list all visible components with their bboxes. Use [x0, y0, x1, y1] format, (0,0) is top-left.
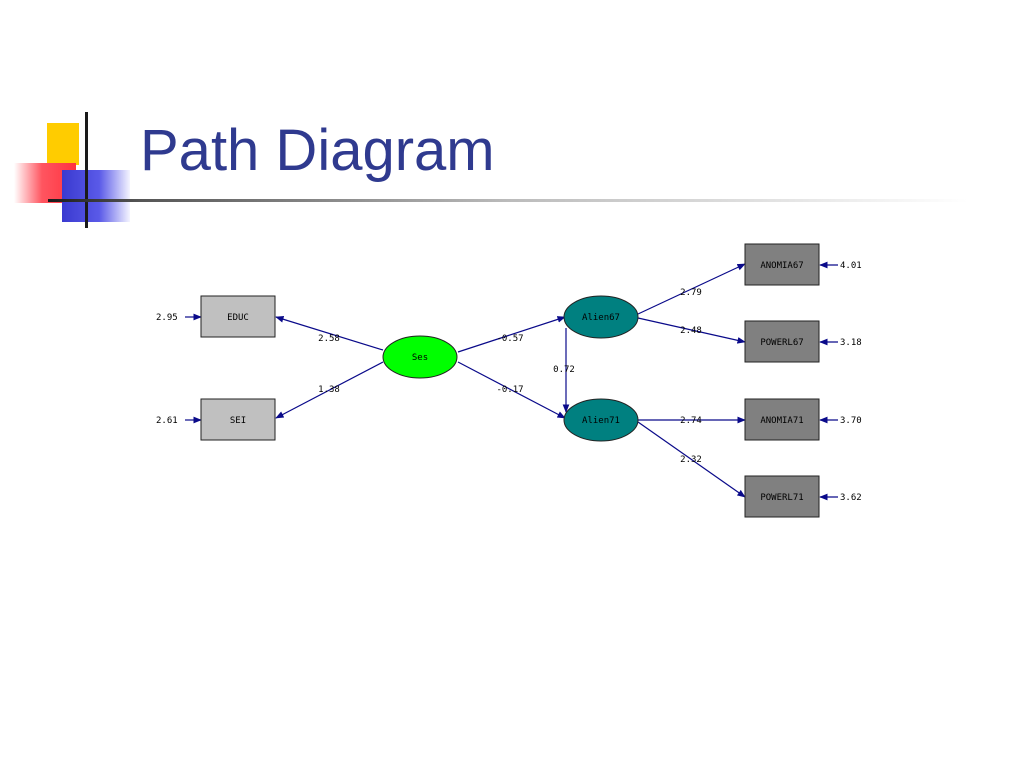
node-powerl71-label: POWERL71 [760, 493, 803, 503]
node-powerl67-box [744, 320, 820, 363]
error-educ-label: 2.95 [156, 313, 178, 323]
coef-alien67-powerl67: 2.48 [680, 326, 702, 336]
node-alien67-label: Alien67 [582, 313, 620, 323]
coef-ses-alien71: -0.17 [496, 385, 523, 395]
node-alien71-label: Alien71 [582, 416, 620, 426]
arrow-ses-educ [275, 316, 384, 351]
node-educ-label: EDUC [227, 313, 249, 323]
node-alien71-ellipse [563, 398, 639, 442]
decor-vertical-line [85, 112, 88, 228]
arrow-alien67-powerl67 [637, 317, 746, 344]
slide-title: Path Diagram [140, 118, 495, 183]
arrow-ses-alien71 [457, 361, 566, 419]
coef-alien67-anomia67: 2.79 [680, 288, 702, 298]
node-anomia67-box [744, 243, 820, 286]
title-underline [48, 199, 968, 202]
arrow-ses-alien67 [457, 316, 566, 353]
coef-alien67-alien71: 0.72 [553, 365, 575, 375]
decor-yellow-square [47, 123, 79, 165]
coef-ses-alien67: -0.57 [496, 334, 523, 344]
coef-ses-sei: 1.38 [318, 385, 340, 395]
error-powerl71-label: 3.62 [840, 493, 862, 503]
error-sei-label: 2.61 [156, 416, 178, 426]
node-powerl67-label: POWERL67 [760, 338, 803, 348]
coef-ses-educ: 2.58 [318, 334, 340, 344]
arrow-ses-sei [275, 361, 384, 419]
error-anomia71-label: 3.70 [840, 416, 862, 426]
node-educ-box [200, 295, 276, 338]
error-anomia67-label: 4.01 [840, 261, 862, 271]
node-anomia71-label: ANOMIA71 [760, 416, 803, 426]
node-sei-label: SEI [230, 416, 246, 426]
arrow-alien71-powerl71 [637, 421, 746, 498]
node-ses-label: Ses [412, 353, 428, 363]
node-anomia71-box [744, 398, 820, 441]
coef-alien71-anomia71: 2.74 [680, 416, 702, 426]
error-powerl67-label: 3.18 [840, 338, 862, 348]
node-powerl71-box [744, 475, 820, 518]
decor-blue-square [62, 170, 130, 222]
coef-alien71-powerl71: 2.32 [680, 455, 702, 465]
node-ses-ellipse [382, 335, 458, 379]
arrow-alien67-anomia67 [637, 263, 746, 315]
node-alien67-ellipse [563, 295, 639, 339]
node-sei-box [200, 398, 276, 441]
node-anomia67-label: ANOMIA67 [760, 261, 803, 271]
